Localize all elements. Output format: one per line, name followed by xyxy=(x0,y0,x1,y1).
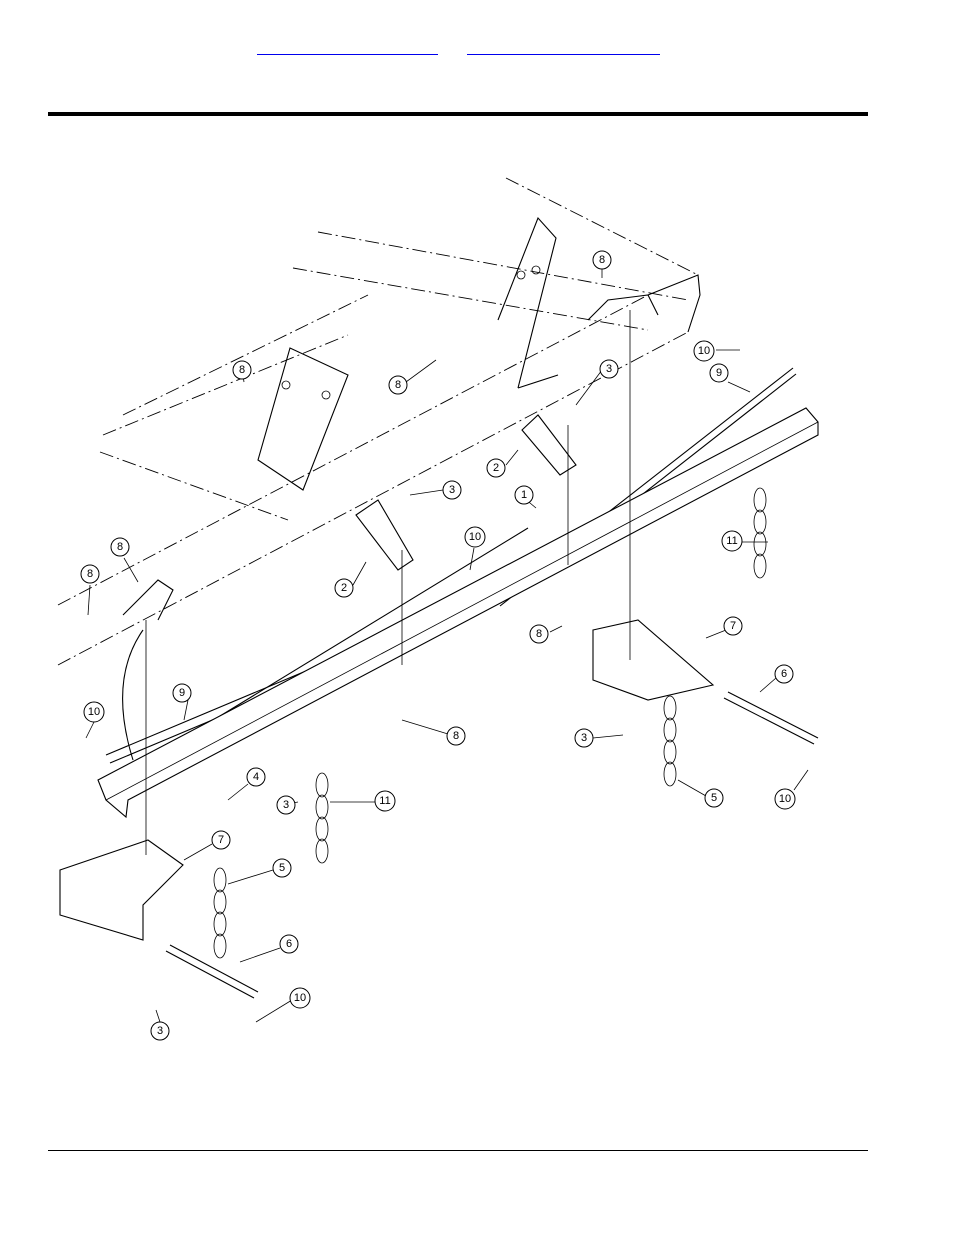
svg-text:8: 8 xyxy=(599,254,605,266)
header-frame xyxy=(57,177,701,761)
svg-text:5: 5 xyxy=(711,792,717,804)
callout-10-a: 10 xyxy=(693,340,740,362)
svg-text:3: 3 xyxy=(449,484,455,496)
svg-text:5: 5 xyxy=(279,862,285,874)
callout-8-d: 8 xyxy=(110,537,139,583)
svg-text:6: 6 xyxy=(286,938,292,950)
callout-3-a: 3 xyxy=(409,480,462,500)
svg-text:2: 2 xyxy=(341,582,347,594)
callout-10-e: 10 xyxy=(255,987,311,1023)
svg-text:8: 8 xyxy=(87,568,93,580)
pin-6-right xyxy=(723,691,819,745)
svg-text:10: 10 xyxy=(698,345,710,357)
bracket-2-left xyxy=(355,499,414,571)
callout-6-a: 6 xyxy=(239,934,299,963)
callout-3-e: 3 xyxy=(150,1009,170,1041)
svg-text:1: 1 xyxy=(521,489,527,501)
callout-11-b: 11 xyxy=(330,790,396,812)
chain-5-right xyxy=(663,695,677,787)
callout-3-b: 3 xyxy=(575,359,619,406)
callout-7-b: 7 xyxy=(705,616,743,639)
nav-link-next[interactable] xyxy=(467,40,660,55)
svg-text:9: 9 xyxy=(716,367,722,379)
svg-text:8: 8 xyxy=(453,730,459,742)
assembly-centerlines xyxy=(145,310,631,855)
callout-8-f: 8 xyxy=(529,624,563,644)
chain-11-lower xyxy=(315,772,329,864)
callout-5-b: 5 xyxy=(677,779,724,808)
callout-9-b: 9 xyxy=(172,683,192,721)
chain-5-left xyxy=(213,867,227,959)
corner-bracket-7-right xyxy=(592,619,715,701)
svg-text:3: 3 xyxy=(283,799,289,811)
svg-text:10: 10 xyxy=(88,706,100,718)
parts-diagram: 1 2 2 3 3 3 3 3 4 5 5 6 6 7 7 8 8 8 8 8 … xyxy=(48,160,868,1060)
svg-text:6: 6 xyxy=(781,668,787,680)
svg-text:10: 10 xyxy=(294,992,306,1004)
svg-text:3: 3 xyxy=(606,363,612,375)
pin-6-left xyxy=(165,944,259,999)
callout-8-a: 8 xyxy=(232,360,252,383)
callout-1: 1 xyxy=(514,485,537,509)
svg-text:8: 8 xyxy=(117,541,123,553)
footer-rule xyxy=(48,1150,868,1151)
svg-text:7: 7 xyxy=(730,620,736,632)
svg-text:4: 4 xyxy=(253,771,259,783)
svg-text:11: 11 xyxy=(726,535,737,547)
callout-2-b: 2 xyxy=(486,449,519,478)
header-rule xyxy=(48,112,868,116)
svg-text:11: 11 xyxy=(379,795,390,807)
callout-6-b: 6 xyxy=(759,664,794,693)
callout-8-c: 8 xyxy=(592,250,612,278)
callout-9-a: 9 xyxy=(709,363,751,393)
exploded-view-drawing: 1 2 2 3 3 3 3 3 4 5 5 6 6 7 7 8 8 8 8 8 … xyxy=(57,177,819,1041)
slotted-bar xyxy=(97,407,819,819)
svg-text:3: 3 xyxy=(157,1025,163,1037)
callout-8-b: 8 xyxy=(388,359,437,395)
callout-3-c: 3 xyxy=(276,795,299,815)
chain-11-upper xyxy=(753,487,767,579)
nav-link-previous[interactable] xyxy=(257,40,438,55)
callout-10-c: 10 xyxy=(83,701,105,739)
bracket-2-right xyxy=(521,414,577,476)
callout-10-b: 10 xyxy=(464,526,486,571)
svg-text:2: 2 xyxy=(493,462,499,474)
svg-text:3: 3 xyxy=(581,732,587,744)
callout-2-a: 2 xyxy=(334,561,367,598)
svg-text:10: 10 xyxy=(469,531,481,543)
callout-7-a: 7 xyxy=(183,830,231,861)
svg-text:8: 8 xyxy=(536,628,542,640)
svg-text:10: 10 xyxy=(779,793,791,805)
corner-bracket-7-left xyxy=(59,839,184,941)
svg-text:8: 8 xyxy=(239,364,245,376)
callout-4: 4 xyxy=(227,767,266,801)
callout-3-d: 3 xyxy=(574,728,624,748)
svg-text:7: 7 xyxy=(218,834,224,846)
callout-11-a: 11 xyxy=(721,530,768,552)
svg-text:8: 8 xyxy=(395,379,401,391)
callout-8-g: 8 xyxy=(401,719,466,746)
callout-10-d: 10 xyxy=(774,769,809,810)
svg-text:9: 9 xyxy=(179,687,185,699)
callout-5-a: 5 xyxy=(227,858,292,885)
callout-8-e: 8 xyxy=(80,564,100,616)
